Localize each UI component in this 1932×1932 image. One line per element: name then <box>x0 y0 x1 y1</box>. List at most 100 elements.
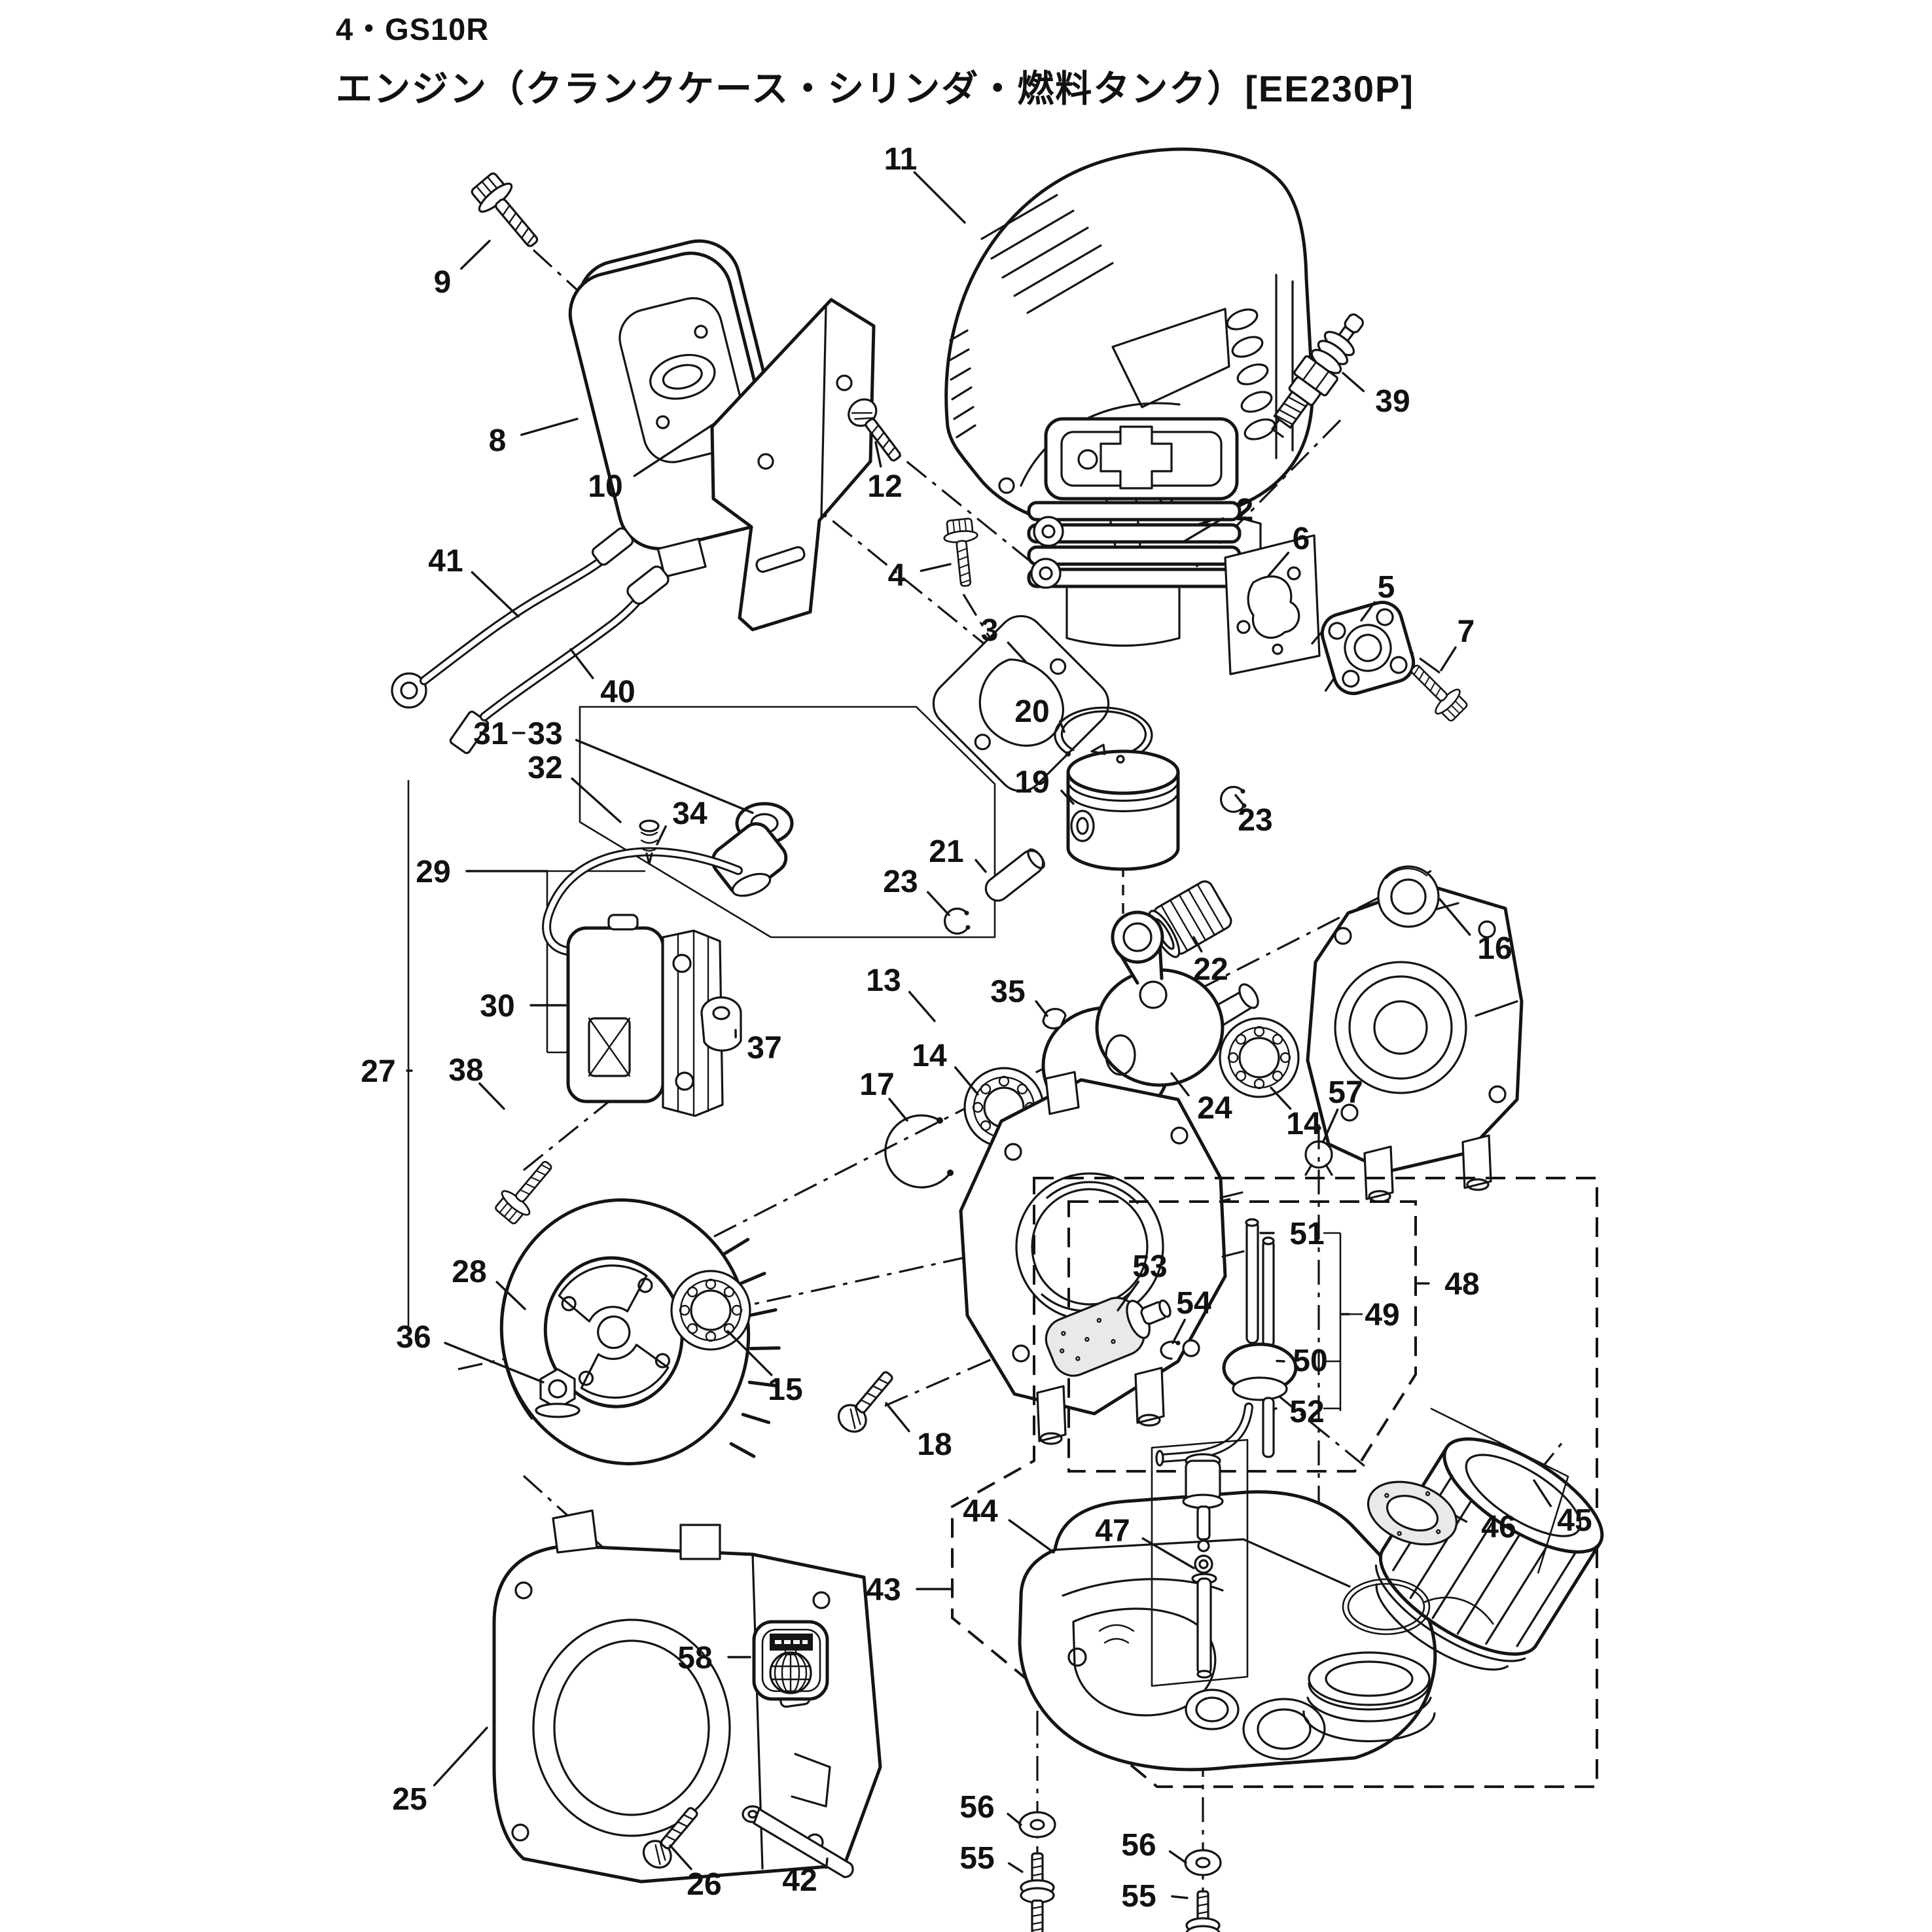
tank-clamp <box>1304 1140 1333 1176</box>
part-callout-23: 23 <box>1238 803 1272 838</box>
leader-line-47 <box>1141 1537 1195 1569</box>
leader-line-16 <box>1439 898 1471 936</box>
part-callout-34: 34 <box>672 796 707 831</box>
part-callout-46: 46 <box>1481 1510 1516 1545</box>
part-callout-48: 48 <box>1444 1267 1479 1302</box>
main-bearing-right <box>1219 1017 1300 1098</box>
leader-line-52 <box>1272 1407 1278 1411</box>
part-callout-16: 16 <box>1477 931 1512 966</box>
insulator-block <box>1311 600 1416 696</box>
leader-line-32 <box>571 777 622 823</box>
tank-stud-left <box>1020 1852 1055 1932</box>
woodruff-key <box>1042 1008 1067 1029</box>
flywheel <box>499 1198 781 1465</box>
leader-line-19 <box>1060 789 1075 805</box>
part-callout-56: 56 <box>1121 1828 1156 1863</box>
coil-bolt <box>490 1151 563 1229</box>
cylinder <box>1027 417 1262 647</box>
leader-line-8 <box>520 418 579 437</box>
part-callout-33: 33 <box>528 717 562 751</box>
part-callout-14: 14 <box>912 1039 947 1073</box>
leader-line-20 <box>1059 720 1065 733</box>
part-callout-39: 39 <box>1375 384 1410 419</box>
fuel-tank-group-box <box>951 1177 1598 1788</box>
leader-line-7 <box>1440 646 1457 671</box>
leader-line-38 <box>478 1082 505 1110</box>
muffler-bolt <box>465 167 551 259</box>
leader-line-23 <box>927 891 950 916</box>
leader-line-55 <box>1007 1862 1024 1873</box>
part-callout-52: 52 <box>1289 1395 1324 1429</box>
caution-decal <box>752 1620 829 1701</box>
muffler-bracket-plate <box>710 298 876 632</box>
model-code: 4・GS10R <box>336 12 490 46</box>
leader-line-53 <box>1117 1280 1140 1312</box>
leader-line-56 <box>1007 1812 1022 1826</box>
part-callout-24: 24 <box>1197 1091 1232 1126</box>
leader-line-25 <box>433 1726 488 1787</box>
part-callout-44: 44 <box>963 1494 998 1529</box>
fuel-tank <box>1018 1490 1437 1772</box>
part-callout-32: 32 <box>528 751 562 785</box>
leader-line-11 <box>913 171 966 224</box>
leader-line-14 <box>954 1066 979 1096</box>
part-callout-36: 36 <box>396 1320 431 1355</box>
part-callout-8: 8 <box>489 423 507 458</box>
oil-seal <box>1377 865 1440 928</box>
part-callout-7: 7 <box>1458 615 1475 649</box>
leader-line-5 <box>1360 601 1376 622</box>
leader-line-26 <box>669 1844 692 1870</box>
leader-line-44 <box>1008 1519 1055 1554</box>
part-callout-53: 53 <box>1132 1249 1167 1284</box>
leader-line-6 <box>1267 552 1290 577</box>
leader-line-28 <box>495 1281 526 1310</box>
part-callout-22: 22 <box>1193 952 1228 987</box>
part-callout-17: 17 <box>859 1067 894 1102</box>
part-callout-19: 19 <box>1014 765 1049 800</box>
leader-line-4 <box>920 563 952 572</box>
spark-plug <box>1271 313 1364 438</box>
part-callout-9: 9 <box>434 265 452 300</box>
part-callout-56: 56 <box>959 1790 994 1825</box>
part-callout-3: 3 <box>981 613 999 648</box>
leader-line-41 <box>471 571 520 618</box>
part-callout-29: 29 <box>416 855 450 889</box>
cylinder-bolt <box>941 516 984 588</box>
ignition-coil <box>566 914 724 1117</box>
part-callout-51: 51 <box>1289 1217 1324 1251</box>
cylinder-base-gasket <box>932 615 1110 793</box>
flywheel-nut <box>535 1368 581 1418</box>
crankcase-left <box>959 1071 1245 1445</box>
pipe-group-box <box>1067 1200 1417 1473</box>
part-callout-57: 57 <box>1328 1075 1363 1110</box>
leader-line-18 <box>885 1402 910 1433</box>
tank-washer-left <box>1018 1811 1056 1838</box>
page-title: 4・GS10R エンジン（クランクケース・シリンダ・燃料タンク）[EE230P] <box>336 4 1414 113</box>
case-bolt <box>832 1364 902 1439</box>
circlip <box>884 1114 954 1189</box>
crankcase-right <box>1306 883 1524 1203</box>
leader-line-56 <box>1168 1850 1187 1864</box>
cap-spring-screw <box>639 819 660 865</box>
leader-line-33 <box>575 739 754 814</box>
leader-line-45 <box>1533 1479 1552 1507</box>
piston-pin-clip-left <box>944 907 972 935</box>
part-callout-14: 14 <box>1286 1107 1321 1141</box>
part-callout-11: 11 <box>884 142 918 177</box>
tank-washer-right <box>1184 1849 1222 1876</box>
leader-line-22 <box>1192 936 1203 953</box>
part-callout-55: 55 <box>1121 1879 1156 1914</box>
part-callout-23: 23 <box>883 865 918 899</box>
part-callout-26: 26 <box>687 1867 721 1902</box>
leader-line-34 <box>656 825 667 846</box>
leader-line-57 <box>1322 1108 1339 1143</box>
part-callout-10: 10 <box>588 469 622 504</box>
leader-line-17 <box>888 1098 908 1122</box>
part-callout-50: 50 <box>1293 1344 1327 1378</box>
part-callout-2: 2 <box>1236 493 1254 528</box>
part-callout-41: 41 <box>428 544 463 579</box>
part-callout-18: 18 <box>917 1427 952 1462</box>
part-callout-25: 25 <box>392 1782 427 1817</box>
part-callout-28: 28 <box>452 1255 486 1289</box>
